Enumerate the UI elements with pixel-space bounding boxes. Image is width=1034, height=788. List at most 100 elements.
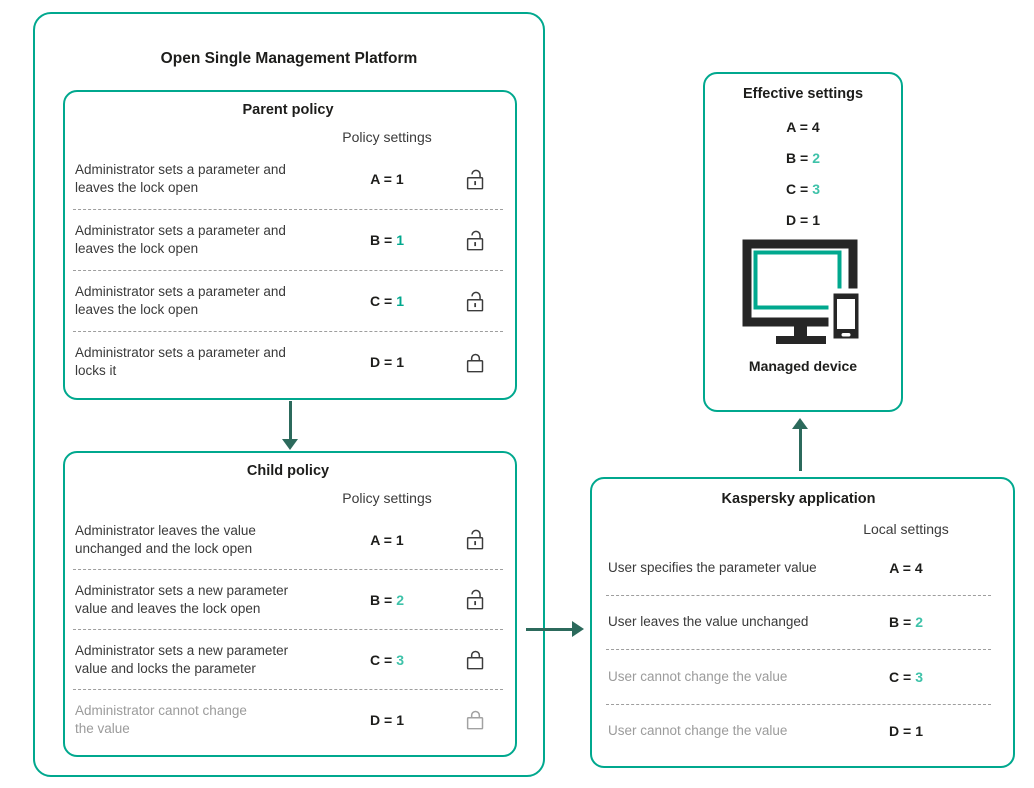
row-description: Administrator sets a parameter and leave… bbox=[75, 284, 286, 317]
row-description: Administrator sets a new parameter value… bbox=[75, 582, 289, 616]
row-description: Administrator sets a parameter and locks… bbox=[75, 345, 286, 378]
policy-row: Administrator sets a new parameter value… bbox=[73, 569, 503, 629]
row-value: C =3 bbox=[821, 669, 991, 685]
value-label: B = bbox=[370, 232, 393, 248]
value-label: C = bbox=[786, 181, 809, 197]
open-lock-icon bbox=[466, 529, 483, 550]
child-policy-title: Child policy bbox=[246, 463, 330, 479]
managed-device-icon bbox=[742, 239, 864, 344]
app-row: User leaves the value unchanged B =2 bbox=[606, 594, 991, 650]
row-value: B =2 bbox=[821, 614, 991, 630]
value-number: 2 bbox=[915, 614, 923, 631]
parent-policy-box: Parent policy Policy settings Administra… bbox=[63, 90, 517, 400]
policy-row: Administrator sets a parameter and leave… bbox=[73, 270, 503, 331]
parent-policy-title: Parent policy bbox=[242, 102, 334, 118]
value-number: 1 bbox=[915, 723, 923, 740]
value-label: B = bbox=[889, 614, 912, 631]
row-description: Administrator sets a new parameter value… bbox=[75, 642, 289, 676]
kaspersky-application-title: Kaspersky application bbox=[721, 491, 876, 507]
lock-icon bbox=[447, 648, 503, 671]
policy-row: Administrator cannot change the value D … bbox=[73, 689, 503, 749]
open-lock-icon bbox=[466, 589, 483, 610]
policy-settings-header: Policy settings bbox=[342, 490, 432, 506]
value-label: A = bbox=[889, 559, 911, 576]
value-number: 1 bbox=[812, 212, 820, 228]
kaspersky-application-box: Kaspersky application Local settings Use… bbox=[590, 477, 1015, 768]
row-description: User cannot change the value bbox=[608, 668, 788, 684]
value-label: A = bbox=[370, 531, 392, 548]
platform-title: Open Single Management Platform bbox=[160, 50, 418, 67]
value-label: A = bbox=[370, 171, 392, 187]
lock-icon bbox=[447, 708, 503, 731]
row-value: C =1 bbox=[327, 293, 447, 309]
policy-row: Administrator sets a parameter and leave… bbox=[73, 209, 503, 270]
value-label: D = bbox=[786, 212, 809, 228]
row-description: User leaves the value unchanged bbox=[608, 614, 809, 630]
value-label: B = bbox=[370, 591, 393, 608]
lock-icon bbox=[447, 168, 503, 191]
row-description: User specifies the parameter value bbox=[608, 559, 817, 575]
policy-settings-header-row: Policy settings bbox=[73, 486, 503, 510]
application-to-device-arrow-icon bbox=[792, 418, 808, 471]
row-value: B =1 bbox=[327, 232, 447, 248]
app-row: User specifies the parameter value A =4 bbox=[606, 541, 991, 595]
open-lock-icon bbox=[466, 230, 483, 250]
value-number: 1 bbox=[395, 531, 404, 548]
policy-settings-header: Policy settings bbox=[342, 129, 432, 145]
policy-row: Administrator sets a parameter and leave… bbox=[73, 149, 503, 209]
row-value: D =1 bbox=[327, 354, 447, 370]
value-label: C = bbox=[889, 668, 912, 685]
application-rows: User specifies the parameter value A =4 … bbox=[606, 541, 991, 758]
child-policy-rows: Administrator leaves the value unchanged… bbox=[73, 510, 503, 749]
child-policy-box: Child policy Policy settings Administrat… bbox=[63, 451, 517, 757]
open-lock-icon bbox=[466, 169, 483, 189]
parent-policy-rows: Administrator sets a parameter and leave… bbox=[73, 149, 503, 392]
lock-icon bbox=[447, 290, 503, 313]
value-number: 4 bbox=[811, 119, 820, 135]
row-value: B =2 bbox=[327, 592, 447, 608]
policy-row: Administrator leaves the value unchanged… bbox=[73, 510, 503, 569]
value-label: C = bbox=[370, 293, 393, 309]
policy-settings-header-row: Policy settings bbox=[73, 125, 503, 149]
effective-values: A =4 B =2 C =3 D =1 bbox=[786, 112, 820, 236]
policy-row: Administrator sets a new parameter value… bbox=[73, 629, 503, 689]
closed-lock-icon bbox=[466, 710, 483, 730]
value-number: 1 bbox=[396, 293, 404, 309]
row-value: C =3 bbox=[327, 652, 447, 668]
value-label: D = bbox=[370, 711, 393, 728]
app-row: User cannot change the value C =3 bbox=[606, 649, 991, 704]
row-description: Administrator sets a parameter and leave… bbox=[75, 162, 286, 195]
effective-settings-title: Effective settings bbox=[742, 86, 864, 102]
value-label: D = bbox=[370, 354, 393, 370]
value-label: A = bbox=[786, 119, 808, 135]
lock-icon bbox=[447, 588, 503, 611]
row-value: A =4 bbox=[821, 560, 991, 576]
value-label: C = bbox=[370, 651, 393, 668]
parent-to-child-arrow-icon bbox=[282, 401, 298, 450]
row-value: D =1 bbox=[821, 723, 991, 739]
row-description: Administrator leaves the value unchanged… bbox=[75, 522, 256, 556]
managed-device-label: Managed device bbox=[748, 358, 858, 374]
value-label: D = bbox=[889, 723, 912, 740]
closed-lock-icon bbox=[466, 353, 483, 372]
value-number: 1 bbox=[396, 354, 404, 370]
row-description: User cannot change the value bbox=[608, 723, 788, 739]
effective-value: D =1 bbox=[786, 205, 820, 236]
policy-row: Administrator sets a parameter and locks… bbox=[73, 331, 503, 392]
value-number: 4 bbox=[914, 559, 923, 576]
app-row: User cannot change the value D =1 bbox=[606, 703, 991, 759]
row-description: Administrator cannot change the value bbox=[75, 702, 247, 736]
effective-value: B =2 bbox=[786, 143, 820, 174]
row-value: A =1 bbox=[327, 171, 447, 187]
value-number: 3 bbox=[396, 651, 404, 668]
value-number: 1 bbox=[395, 171, 404, 187]
lock-icon bbox=[447, 351, 503, 374]
value-number: 2 bbox=[396, 591, 404, 608]
platform-to-application-arrow-icon bbox=[526, 621, 584, 637]
closed-lock-icon bbox=[466, 650, 483, 670]
value-number: 1 bbox=[396, 232, 404, 248]
effective-settings-box: Effective settings A =4 B =2 C =3 D =1 M… bbox=[703, 72, 903, 412]
lock-icon bbox=[447, 229, 503, 252]
row-value: A =1 bbox=[327, 532, 447, 548]
